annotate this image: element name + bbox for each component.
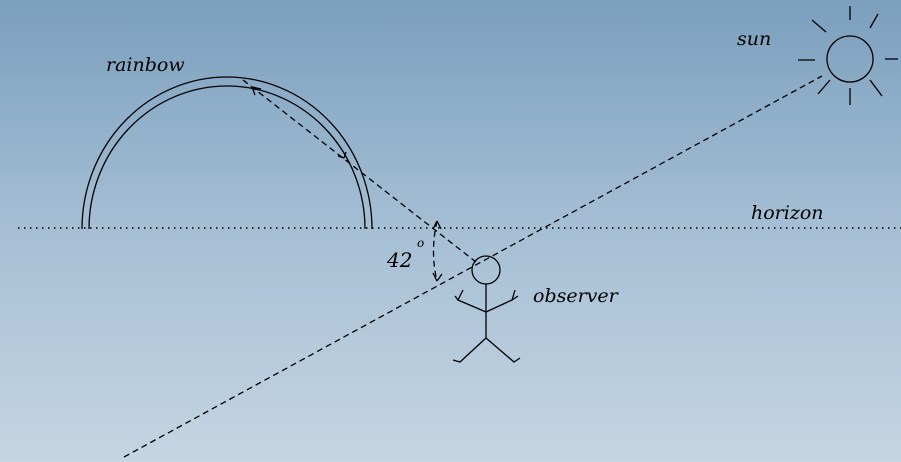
sun-label: sun <box>737 28 771 50</box>
rainbow-label: rainbow <box>106 54 185 76</box>
angle-marker <box>432 220 443 282</box>
observer-figure <box>452 255 521 363</box>
angle-unit-label: o <box>417 236 424 250</box>
rainbow-arc <box>81 76 373 230</box>
angle-value-label: 42 <box>386 248 412 272</box>
sunlight-ray <box>123 75 823 458</box>
rainbow-ray-arrow-2-icon <box>337 151 347 159</box>
rainbow-ray-arrow-icon <box>251 86 262 96</box>
sun-icon <box>798 6 898 105</box>
observer-label: observer <box>533 285 620 307</box>
rainbow-ray <box>242 79 477 263</box>
horizon-label: horizon <box>751 202 824 224</box>
